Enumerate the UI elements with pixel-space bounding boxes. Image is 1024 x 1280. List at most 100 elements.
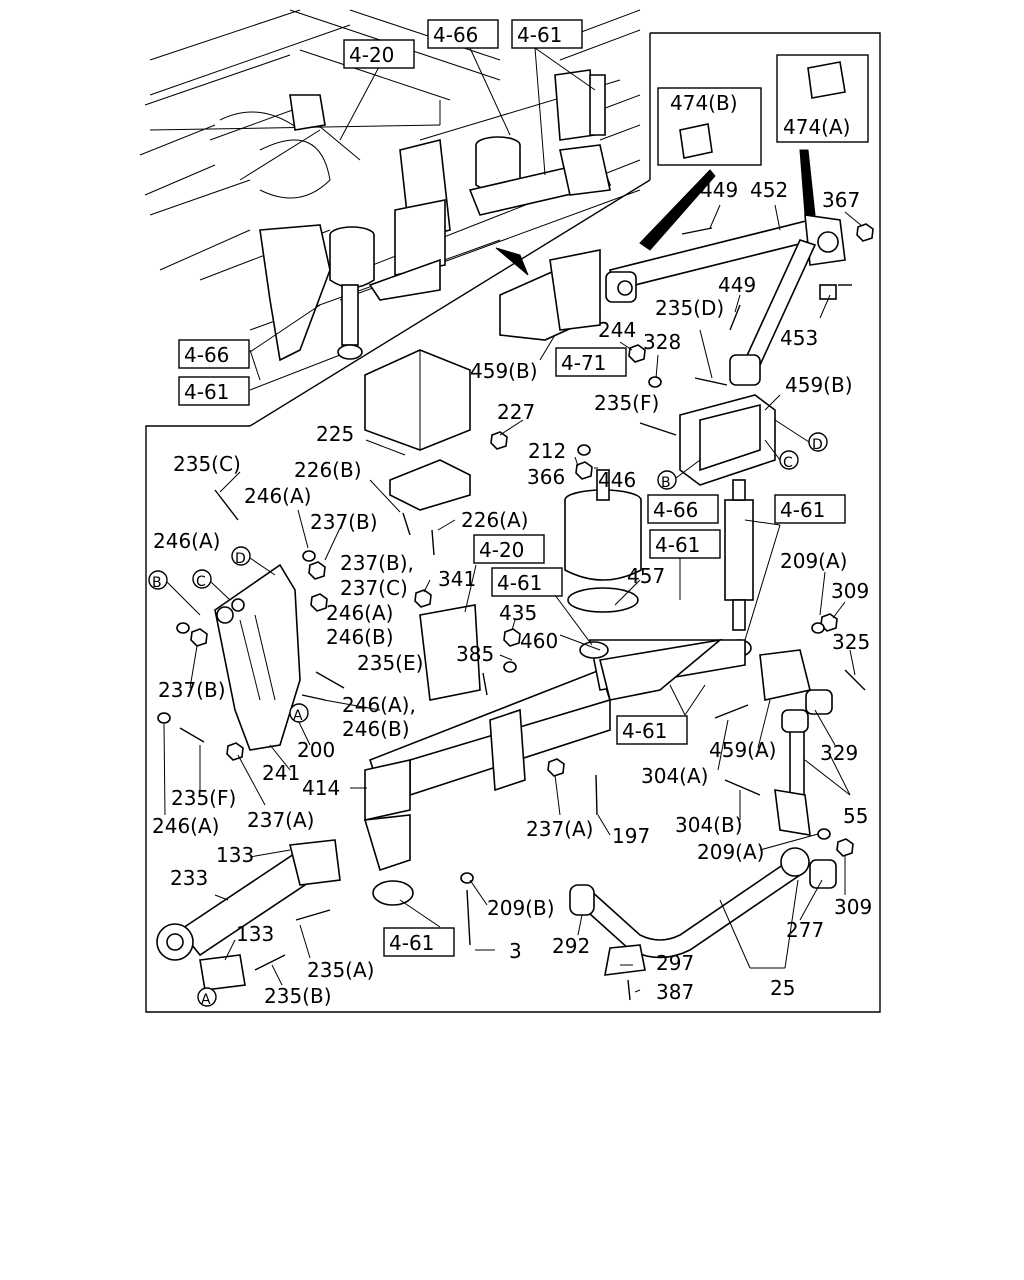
callout: 246(A)	[152, 814, 219, 838]
chassis-frame-drawing	[139, 9, 641, 381]
callout: 328	[643, 330, 681, 354]
callout: 235(E)	[357, 651, 423, 675]
callout: 235(F)	[171, 786, 236, 810]
inset-474a-label: 474(A)	[783, 115, 850, 139]
ref-4-20-top: 4-20	[349, 43, 394, 67]
callout: 212	[528, 439, 566, 463]
circle-letter: C	[783, 455, 793, 471]
callout-labels: 449 452 367 449 235(D) 453 244 328 459(B…	[152, 178, 872, 1008]
callout: 237(A)	[247, 808, 314, 832]
callout: 235(F)	[594, 391, 659, 415]
callout: 277	[786, 918, 824, 942]
callout: 309	[831, 579, 869, 603]
callout: 237(C)	[340, 576, 408, 600]
circle-letter: D	[812, 437, 823, 453]
callout: 244	[598, 318, 636, 342]
torque-rod-upper	[605, 214, 846, 386]
circle-letter: A	[293, 708, 303, 724]
circle-letter: B	[661, 475, 671, 491]
ref-4-66-top: 4-66	[433, 23, 478, 47]
callout: 446	[598, 468, 636, 492]
callout: 292	[552, 934, 590, 958]
callout: 133	[216, 843, 254, 867]
callout: 246(A)	[244, 484, 311, 508]
callout: 235(D)	[655, 296, 724, 320]
callout: 235(A)	[307, 958, 374, 982]
callout: 459(A)	[709, 738, 776, 762]
ref-4-61-mid: 4-61	[655, 533, 700, 557]
circled-letters: A A B B C C D D	[148, 419, 828, 1008]
callout: 246(A)	[153, 529, 220, 553]
callout: 233	[170, 866, 208, 890]
callout: 235(C)	[173, 452, 241, 476]
callout: 460	[520, 629, 558, 653]
ref-4-66-mid: 4-66	[653, 498, 698, 522]
inset-474b: 474(B)	[639, 87, 762, 251]
callout: 25	[770, 976, 795, 1000]
ref-4-61-left: 4-61	[184, 380, 229, 404]
callout: 459(B)	[785, 373, 853, 397]
ref-4-61-top: 4-61	[517, 23, 562, 47]
callout: 414	[302, 776, 340, 800]
callout: 246(B)	[342, 717, 410, 741]
crossmember-drawing	[364, 249, 776, 511]
callout: 209(A)	[780, 549, 847, 573]
ref-4-66-left: 4-66	[184, 343, 229, 367]
ref-4-61-lower-mid: 4-61	[622, 719, 667, 743]
callout: 197	[612, 824, 650, 848]
callout: 387	[656, 980, 694, 1004]
ref-4-61-mid-right: 4-61	[780, 498, 825, 522]
circle-letter: A	[201, 992, 211, 1008]
circle-letter: D	[235, 551, 246, 567]
callout: 3	[509, 939, 522, 963]
callout: 246(A)	[326, 601, 393, 625]
callout: 246(A),	[342, 693, 416, 717]
callout: 329	[820, 741, 858, 765]
callout: 341	[438, 567, 476, 591]
torque-rod-lower	[156, 839, 341, 991]
callout: 449	[718, 273, 756, 297]
callout: 235(B)	[264, 984, 332, 1008]
callout: 226(B)	[294, 458, 362, 482]
callout: 325	[832, 630, 870, 654]
ref-4-71: 4-71	[561, 351, 606, 375]
callout: 237(A)	[526, 817, 593, 841]
callout: 366	[527, 465, 565, 489]
callout: 304(A)	[641, 764, 708, 788]
callout: 309	[834, 895, 872, 919]
callout: 304(B)	[675, 813, 743, 837]
diagram-frame	[145, 32, 881, 1013]
ref-4-20-mid: 4-20	[479, 538, 524, 562]
callout: 241	[262, 761, 300, 785]
inset-474b-label: 474(B)	[670, 91, 738, 115]
left-bracket	[214, 563, 301, 751]
callout: 225	[316, 422, 354, 446]
callout: 453	[780, 326, 818, 350]
callout: 55	[843, 804, 868, 828]
stabilizer-bar	[569, 649, 837, 976]
ref-4-61-bottom: 4-61	[389, 931, 434, 955]
callout: 226(A)	[461, 508, 528, 532]
callout: 449	[700, 178, 738, 202]
callout: 367	[822, 188, 860, 212]
fasteners	[157, 223, 874, 1001]
callout: 237(B)	[158, 678, 226, 702]
circle-letter: B	[152, 575, 162, 591]
callout: 297	[656, 951, 694, 975]
callout: 246(B)	[326, 625, 394, 649]
callout: 227	[497, 400, 535, 424]
callout: 209(A)	[697, 840, 764, 864]
inset-474a: 474(A)	[776, 54, 869, 216]
callout: 457	[627, 564, 665, 588]
circle-letter: C	[196, 574, 206, 590]
callout: 452	[750, 178, 788, 202]
callout: 237(B)	[310, 510, 378, 534]
callout: 459(B)	[470, 359, 538, 383]
leader-lines	[163, 47, 863, 993]
axle-assembly	[363, 604, 746, 906]
ref-4-61-center: 4-61	[497, 571, 542, 595]
callout: 133	[236, 922, 274, 946]
callout: 435	[499, 601, 537, 625]
callout: 237(B),	[340, 551, 414, 575]
